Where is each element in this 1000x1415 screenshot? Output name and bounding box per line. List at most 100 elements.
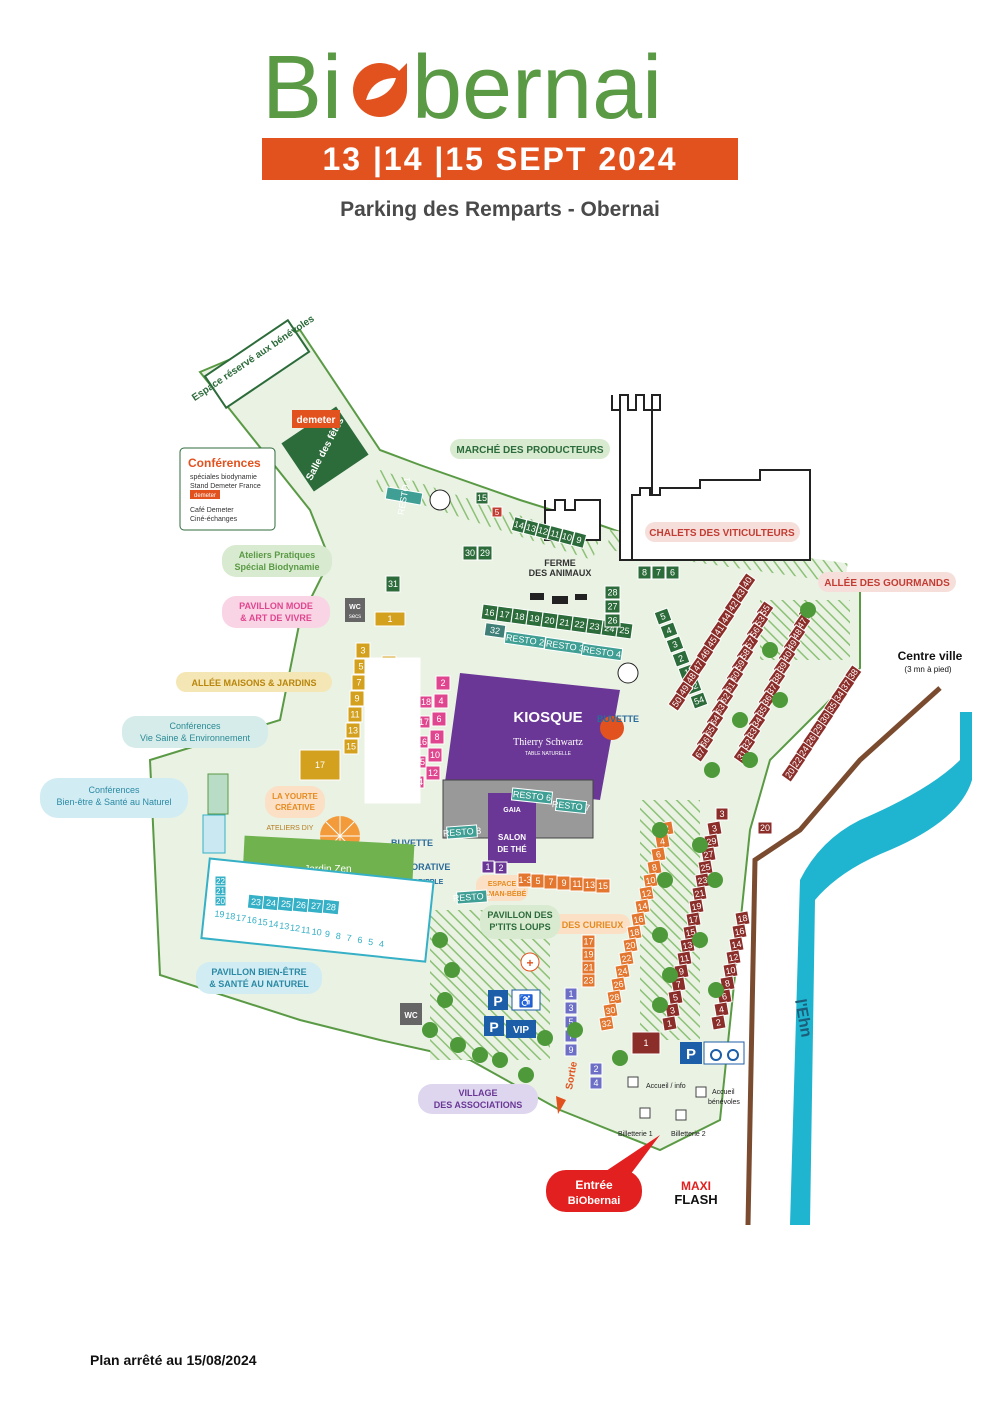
stand-mode: 4 bbox=[433, 693, 449, 709]
stand-number: 35 bbox=[825, 700, 839, 714]
billetterie-2-label: Billetterie 2 bbox=[671, 1131, 706, 1138]
stand-number: 25 bbox=[280, 899, 291, 910]
stand-number: 25 bbox=[619, 625, 630, 636]
stand-number: 67 bbox=[693, 746, 707, 760]
stand-maison: 11 bbox=[347, 706, 363, 723]
river bbox=[790, 712, 972, 1225]
tree-icon bbox=[742, 752, 758, 768]
stand-number: 7 bbox=[656, 568, 661, 578]
stand-bien-etre: 22 bbox=[214, 875, 227, 887]
stand-number: 20 bbox=[783, 766, 797, 780]
centre-ville-label: Centre ville bbox=[898, 649, 963, 663]
stand-marche: 31 bbox=[385, 575, 401, 593]
resto-label: RESTO 2 bbox=[503, 630, 547, 650]
conferences-demeter-box: Conférences spéciales biodynamie Stand D… bbox=[179, 447, 276, 531]
stand-gourmand: 43 bbox=[730, 584, 750, 604]
stand-number: 9 bbox=[354, 694, 359, 704]
tree-icon bbox=[707, 872, 723, 888]
stand-number: 24 bbox=[265, 898, 276, 909]
entree-button: Entrée BiObernai bbox=[546, 1135, 660, 1212]
stand-number: 20 bbox=[544, 615, 555, 626]
stand-number: 17 bbox=[236, 913, 247, 924]
stand-number: 27 bbox=[310, 901, 321, 912]
stand-number: 37 bbox=[839, 678, 853, 692]
stand-number: 22 bbox=[574, 619, 585, 630]
stand-bien-etre: 4 bbox=[374, 936, 389, 952]
stand-curieux: 1 bbox=[631, 1031, 661, 1055]
stand-number: 15 bbox=[598, 881, 608, 891]
stand-viticulteur: 3 bbox=[665, 635, 685, 654]
stand-number: 3 bbox=[669, 1005, 676, 1016]
stand-bien-etre: 9 bbox=[320, 926, 335, 942]
kiosque: KIOSQUE Thierry Schwartz TABLE NATURELLE bbox=[445, 673, 624, 800]
stand-number: 5 bbox=[495, 508, 500, 517]
stand-number: 4 bbox=[593, 1078, 598, 1088]
stand-number: 16 bbox=[633, 914, 645, 926]
stand-number: 1 bbox=[387, 614, 392, 624]
conf-demeter-l2: Stand Demeter France bbox=[190, 483, 261, 490]
stand-number: 12 bbox=[428, 768, 438, 778]
stand-curieux: 11 bbox=[676, 950, 693, 967]
resto-label: RESTO 3 bbox=[543, 636, 587, 656]
stand-viticulteur: 4 bbox=[659, 621, 679, 640]
resto-label: RESTO 8 bbox=[443, 824, 481, 840]
stand-marche: 30 bbox=[462, 545, 478, 561]
stand-curieux: 16 bbox=[630, 911, 647, 928]
tree-icon bbox=[612, 1050, 628, 1066]
stand-number: 9 bbox=[678, 966, 685, 977]
stand-ptits-loups: 17 bbox=[581, 934, 596, 949]
svg-text:Spécial Biodynamie: Spécial Biodynamie bbox=[234, 562, 319, 572]
stand-bien-etre: 8 bbox=[331, 928, 345, 944]
stand-number: 30 bbox=[605, 1005, 617, 1017]
stand-bien-etre: 13 bbox=[277, 918, 291, 934]
svg-text:P'TITS LOUPS: P'TITS LOUPS bbox=[489, 922, 550, 932]
espace-benevoles: Espace réservé aux bénévoles bbox=[190, 313, 317, 410]
stand-mode: 10 bbox=[427, 747, 443, 763]
stand-marche: 21 bbox=[555, 613, 574, 632]
stand-number: 16 bbox=[417, 737, 427, 747]
centre-ville-sub: (3 mn à pied) bbox=[904, 665, 951, 674]
stand-bien-etre: 28 bbox=[321, 898, 341, 916]
svg-text:Bien-être & Santé au Naturel: Bien-être & Santé au Naturel bbox=[56, 797, 171, 807]
pavillon-bien-etre-label: PAVILLON BIEN-ÊTRE & SANTÉ AU NATUREL bbox=[196, 962, 322, 994]
svg-text:DE THÉ: DE THÉ bbox=[497, 845, 527, 854]
stand-number: 22 bbox=[216, 877, 225, 886]
stand-number: 32 bbox=[489, 625, 500, 636]
tree-icon bbox=[450, 1037, 466, 1053]
stand-curieux: 1 bbox=[661, 1015, 678, 1032]
stand-marche: 27 bbox=[604, 599, 621, 614]
stand-number: 10 bbox=[311, 927, 322, 938]
svg-text:Sortie: Sortie bbox=[564, 1060, 580, 1090]
stand-number: 2 bbox=[498, 863, 503, 873]
stand-mode: 8 bbox=[429, 729, 445, 745]
stand-number: 19 bbox=[583, 950, 593, 960]
tree-icon bbox=[662, 967, 678, 983]
tree-icon bbox=[704, 762, 720, 778]
stand-number: 4 bbox=[438, 696, 443, 706]
stand-salon: 2 bbox=[494, 861, 508, 875]
stand-bien-etre: 18 bbox=[223, 908, 237, 924]
stand-number: 19 bbox=[529, 613, 540, 624]
stand-number: 3 bbox=[360, 646, 365, 656]
stand-marche: 8 bbox=[637, 565, 652, 580]
stand-curieux: 3 bbox=[706, 820, 723, 837]
svg-text:PAVILLON DES: PAVILLON DES bbox=[487, 910, 552, 920]
stand-village: 2 bbox=[589, 1062, 603, 1076]
stand-gourmand: 46 bbox=[695, 644, 715, 664]
sortie-marker: Sortie bbox=[556, 1060, 580, 1114]
stand-curieux: 14 bbox=[728, 936, 745, 953]
conf-bien-etre-label: Conférences Bien-être & Santé au Naturel bbox=[40, 778, 188, 818]
stand-number: 1-3 bbox=[518, 875, 531, 885]
stand-bien-etre: 20 bbox=[214, 895, 227, 907]
tree-icon bbox=[567, 1022, 583, 1038]
stand-number: 12 bbox=[290, 923, 301, 934]
tree-icon bbox=[518, 1067, 534, 1083]
stand-number: 43 bbox=[733, 587, 747, 601]
stand-number: 6 bbox=[670, 568, 675, 578]
stand-number: 17 bbox=[499, 609, 510, 620]
svg-text:CRÉATIVE: CRÉATIVE bbox=[275, 803, 316, 812]
stand-number: 23 bbox=[589, 621, 600, 632]
ateliers-label: Ateliers Pratiques Spécial Biodynamie bbox=[222, 545, 332, 577]
tree-icon bbox=[422, 1022, 438, 1038]
svg-text:BiObernai: BiObernai bbox=[568, 1195, 621, 1207]
